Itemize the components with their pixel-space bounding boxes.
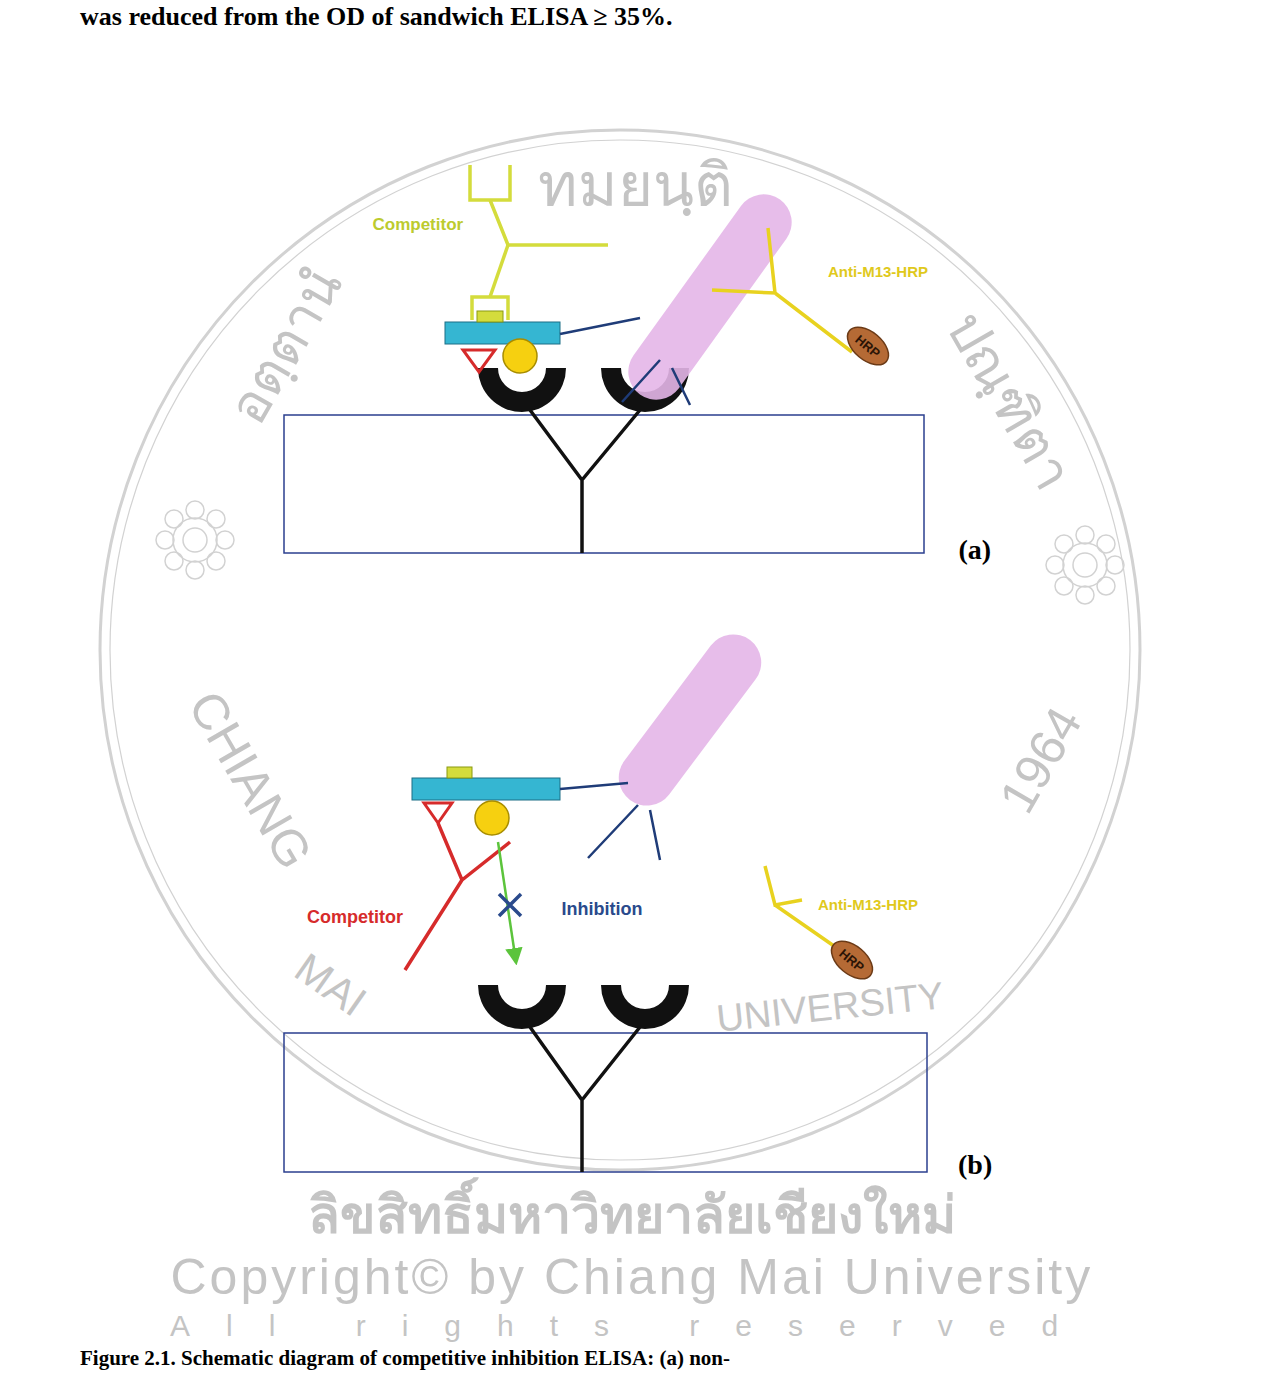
watermark-seal-text: MAI	[285, 943, 375, 1027]
enzyme-shape	[825, 934, 880, 986]
panel-letter: (a)	[959, 536, 992, 564]
watermark-thai: ลิขสิทธิ์มหาวิทยาลัยเชียงใหม่	[308, 1184, 956, 1246]
scfv-bar	[412, 778, 560, 800]
watermark-rights: All rights reserved	[170, 1309, 1094, 1342]
m13-phage	[608, 623, 773, 817]
competitor-antibody	[405, 823, 510, 970]
phage-fibre	[588, 805, 660, 860]
panel-a	[284, 165, 924, 553]
watermark-seal-text: UNIVERSITY	[714, 973, 946, 1042]
panel-letter: (b)	[958, 1151, 992, 1179]
watermark-seal-text: 1964	[986, 697, 1094, 823]
panel-b	[284, 623, 927, 1172]
enzyme-ellipse: HRP	[823, 932, 881, 987]
epitope-block	[447, 767, 472, 778]
capture-antibody	[530, 1027, 640, 1172]
seal-flower	[156, 501, 234, 579]
epitope-triangle	[424, 803, 452, 823]
phage-link	[560, 783, 628, 789]
antibody-cup	[601, 985, 689, 1029]
plate-well	[284, 415, 924, 553]
seal-flower	[1046, 526, 1124, 604]
epitope-triangle	[463, 350, 495, 372]
antibody-cup	[478, 985, 566, 1029]
competitor-label: Competitor	[307, 907, 403, 929]
watermark-motto: อตฺตานํ	[215, 256, 356, 435]
watermark-seal	[100, 130, 1140, 1170]
watermark-motto: ทมยนฺติ	[538, 150, 733, 222]
antibody-label: Anti-M13-HRP	[828, 263, 928, 281]
phage-fibre	[622, 360, 690, 405]
antigen-circle	[503, 339, 537, 373]
inhibition-label: Inhibition	[562, 899, 643, 921]
watermark-seal-text: CHIANG	[176, 681, 325, 879]
scfv-bar	[445, 322, 560, 344]
figure-caption: Figure 2.1. Schematic diagram of competi…	[80, 1346, 730, 1371]
phage-link	[560, 318, 640, 334]
competitor-label: Competitor	[373, 215, 464, 235]
watermark-copyright: Copyright© by Chiang Mai University	[171, 1250, 1094, 1305]
antigen-circle	[475, 801, 509, 835]
epitope-block	[477, 311, 503, 322]
enzyme-shape	[841, 320, 896, 372]
seal-ring	[110, 140, 1130, 1160]
antibody-cup	[478, 368, 566, 412]
body-text: was reduced from the OD of sandwich ELIS…	[80, 1, 673, 32]
enzyme-ellipse: HRP	[839, 318, 897, 373]
plate-well	[284, 1033, 927, 1172]
anti-m13-antibody	[712, 228, 852, 352]
antibody-label: Anti-M13-HRP	[818, 896, 918, 914]
seal-ring	[100, 130, 1140, 1170]
watermark-motto: ปณฺฑิตา	[933, 300, 1086, 500]
inhibition-cross	[499, 894, 521, 916]
capture-antibody	[530, 410, 640, 553]
